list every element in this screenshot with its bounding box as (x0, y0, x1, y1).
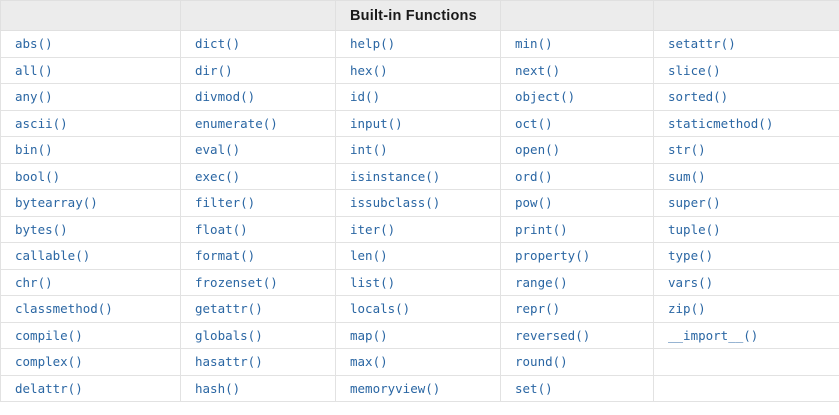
function-name-cell[interactable]: all() (0, 56, 181, 84)
function-name-cell[interactable]: locals() (335, 295, 501, 323)
table-row: bytes()float()iter()print()tuple() (0, 215, 839, 243)
function-name-cell[interactable]: compile() (0, 321, 181, 349)
empty-cell (653, 348, 839, 376)
function-name-cell[interactable]: zip() (653, 295, 839, 323)
table-row: chr()frozenset()list()range()vars() (0, 268, 839, 296)
function-name-cell[interactable]: chr() (0, 268, 181, 296)
function-name-cell[interactable]: hasattr() (180, 348, 336, 376)
function-name-cell[interactable]: min() (500, 30, 654, 58)
table-row: bool()exec()isinstance()ord()sum() (0, 162, 839, 190)
function-name-cell[interactable]: setattr() (653, 30, 839, 58)
function-name-cell[interactable]: memoryview() (335, 374, 501, 402)
table-row: abs()dict()help()min()setattr() (0, 30, 839, 58)
function-name-cell[interactable]: open() (500, 136, 654, 164)
function-name-cell[interactable]: len() (335, 242, 501, 270)
function-name-cell[interactable]: isinstance() (335, 162, 501, 190)
function-name-cell[interactable]: ascii() (0, 109, 181, 137)
function-name-cell[interactable]: abs() (0, 30, 181, 58)
function-name-cell[interactable]: tuple() (653, 215, 839, 243)
function-name-cell[interactable]: next() (500, 56, 654, 84)
function-name-cell[interactable]: print() (500, 215, 654, 243)
builtin-functions-table: Built-in Functions abs()dict()help()min(… (0, 0, 839, 402)
function-name-cell[interactable]: format() (180, 242, 336, 270)
function-name-cell[interactable]: list() (335, 268, 501, 296)
table-row: complex()hasattr()max()round() (0, 348, 839, 376)
function-name-cell[interactable]: repr() (500, 295, 654, 323)
function-name-cell[interactable]: property() (500, 242, 654, 270)
function-name-cell[interactable]: reversed() (500, 321, 654, 349)
function-name-cell[interactable]: getattr() (180, 295, 336, 323)
function-name-cell[interactable]: globals() (180, 321, 336, 349)
function-name-cell[interactable]: staticmethod() (653, 109, 839, 137)
function-name-cell[interactable]: eval() (180, 136, 336, 164)
function-name-cell[interactable]: enumerate() (180, 109, 336, 137)
table-row: all()dir()hex()next()slice() (0, 56, 839, 84)
function-name-cell[interactable]: range() (500, 268, 654, 296)
table-row: compile()globals()map()reversed()__impor… (0, 321, 839, 349)
function-name-cell[interactable]: map() (335, 321, 501, 349)
table-row: bin()eval()int()open()str() (0, 136, 839, 164)
function-name-cell[interactable]: str() (653, 136, 839, 164)
function-name-cell[interactable]: set() (500, 374, 654, 402)
function-name-cell[interactable]: max() (335, 348, 501, 376)
function-name-cell[interactable]: help() (335, 30, 501, 58)
table-header: Built-in Functions (0, 0, 839, 31)
function-name-cell[interactable]: type() (653, 242, 839, 270)
function-name-cell[interactable]: dict() (180, 30, 336, 58)
function-name-cell[interactable]: sorted() (653, 83, 839, 111)
function-name-cell[interactable]: slice() (653, 56, 839, 84)
function-name-cell[interactable]: ord() (500, 162, 654, 190)
function-name-cell[interactable]: object() (500, 83, 654, 111)
empty-cell (653, 374, 839, 402)
table-header-cell-2 (180, 0, 336, 31)
function-name-cell[interactable]: filter() (180, 189, 336, 217)
function-name-cell[interactable]: bool() (0, 162, 181, 190)
function-name-cell[interactable]: exec() (180, 162, 336, 190)
function-name-cell[interactable]: int() (335, 136, 501, 164)
function-name-cell[interactable]: super() (653, 189, 839, 217)
table-row: callable()format()len()property()type() (0, 242, 839, 270)
function-name-cell[interactable]: dir() (180, 56, 336, 84)
function-name-cell[interactable]: hex() (335, 56, 501, 84)
table-header-cell-4 (500, 0, 654, 31)
table-row: ascii()enumerate()input()oct()staticmeth… (0, 109, 839, 137)
function-name-cell[interactable]: input() (335, 109, 501, 137)
function-name-cell[interactable]: bytearray() (0, 189, 181, 217)
function-name-cell[interactable]: divmod() (180, 83, 336, 111)
table-row: any()divmod()id()object()sorted() (0, 83, 839, 111)
table-row: bytearray()filter()issubclass()pow()supe… (0, 189, 839, 217)
table-header-cell-5 (653, 0, 839, 31)
function-name-cell[interactable]: frozenset() (180, 268, 336, 296)
function-name-cell[interactable]: pow() (500, 189, 654, 217)
function-name-cell[interactable]: float() (180, 215, 336, 243)
function-name-cell[interactable]: complex() (0, 348, 181, 376)
function-name-cell[interactable]: hash() (180, 374, 336, 402)
function-name-cell[interactable]: issubclass() (335, 189, 501, 217)
function-name-cell[interactable]: round() (500, 348, 654, 376)
page-title: Built-in Functions (335, 0, 501, 31)
function-name-cell[interactable]: sum() (653, 162, 839, 190)
table-header-cell-1 (0, 0, 181, 31)
function-name-cell[interactable]: any() (0, 83, 181, 111)
function-name-cell[interactable]: oct() (500, 109, 654, 137)
table-body: abs()dict()help()min()setattr()all()dir(… (0, 30, 839, 402)
function-name-cell[interactable]: callable() (0, 242, 181, 270)
table-row: delattr()hash()memoryview()set() (0, 374, 839, 402)
function-name-cell[interactable]: bin() (0, 136, 181, 164)
function-name-cell[interactable]: delattr() (0, 374, 181, 402)
function-name-cell[interactable]: __import__() (653, 321, 839, 349)
function-name-cell[interactable]: id() (335, 83, 501, 111)
function-name-cell[interactable]: iter() (335, 215, 501, 243)
function-name-cell[interactable]: classmethod() (0, 295, 181, 323)
function-name-cell[interactable]: vars() (653, 268, 839, 296)
table-header-row: Built-in Functions (0, 0, 839, 31)
table-row: classmethod()getattr()locals()repr()zip(… (0, 295, 839, 323)
function-name-cell[interactable]: bytes() (0, 215, 181, 243)
